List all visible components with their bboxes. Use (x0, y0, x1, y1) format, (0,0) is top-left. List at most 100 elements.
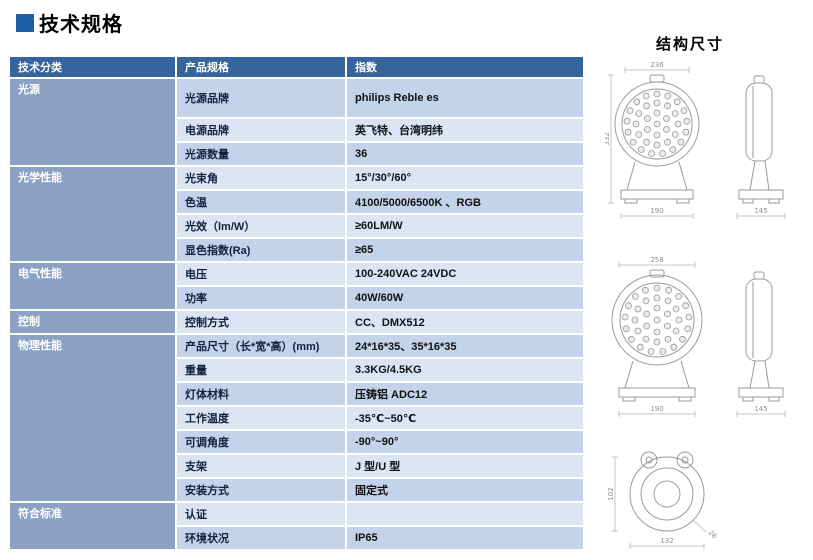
dimension-side2-base: 145 (736, 405, 786, 417)
dimension-side1-base: 145 (736, 207, 786, 219)
spec-name-cell: 支架 (175, 453, 347, 479)
spec-name-cell: 电源品牌 (175, 117, 347, 143)
structure-drawings: 236 332 190 145 (605, 61, 786, 549)
table-row: 光学性能 光束角 15°/30°/60° (8, 165, 585, 263)
table-row: 可调角度 -90°~90° (9, 429, 585, 455)
bottom-view-drawing (629, 451, 705, 532)
spec-value-cell: 英飞特、台湾明纬 (345, 117, 585, 143)
dimension-front1-height: 332 (605, 74, 614, 204)
spec-value-cell: 压铸铝 ADC12 (345, 381, 585, 407)
category-cell-optical: 光学性能 (8, 165, 177, 263)
spec-value-cell: 15°/30°/60° (345, 165, 585, 191)
table-row: 重量 3.3KG/4.5KG (9, 357, 585, 383)
table-header-row: 技术分类 产品规格 指数 (8, 55, 585, 79)
spec-name-cell: 可调角度 (175, 429, 347, 455)
spec-value-cell: 24*16*35、35*16*35 (345, 333, 585, 359)
svg-text:145: 145 (754, 207, 767, 215)
spec-name-cell: 光源品牌 (175, 77, 347, 119)
spec-value-cell (345, 501, 585, 527)
table-row: 控制 控制方式 CC、DMX512 (8, 309, 585, 335)
table-row: 环境状况 IP65 (9, 525, 585, 551)
table-row: 色温 4100/5000/6500K 、RGB (9, 189, 585, 215)
svg-text:236: 236 (650, 61, 664, 69)
spec-name-cell: 安装方式 (175, 477, 347, 503)
svg-text:102: 102 (607, 487, 615, 500)
table-row: 灯体材料 压铸铝 ADC12 (9, 381, 585, 407)
page-title-text: 技术规格 (39, 14, 123, 36)
dimension-front1-width: 236 (624, 61, 690, 73)
table-row: 符合标准 认证 (8, 501, 585, 551)
table-row: 光效（lm/W） ≥60LM/W (9, 213, 585, 239)
dimension-bottom-width: 132 (629, 537, 705, 549)
spec-name-cell: 电压 (175, 261, 347, 287)
category-cell-control: 控制 (8, 309, 177, 335)
table-row: 工作温度 -35℃~50℃ (9, 405, 585, 431)
spec-name-cell: 功率 (175, 285, 347, 311)
table-row: 光源数量 36 (9, 141, 585, 167)
spec-value-cell: J 型/U 型 (345, 453, 585, 479)
spec-value-cell: 36 (345, 141, 585, 167)
spec-value-cell: 3.3KG/4.5KG (345, 357, 585, 383)
category-cell-light-source: 光源 (8, 77, 177, 167)
front-view-drawing-1 (614, 74, 700, 204)
table-row: 电气性能 电压 100-240VAC 24VDC (8, 261, 585, 311)
front-view-drawing-2 (611, 269, 703, 402)
svg-text:258: 258 (650, 256, 663, 264)
header-index: 指数 (345, 55, 585, 79)
spec-value-cell: -90°~90° (345, 429, 585, 455)
category-cell-physical: 物理性能 (8, 333, 177, 503)
spec-value-cell: 100-240VAC 24VDC (345, 261, 585, 287)
spec-name-cell: 色温 (175, 189, 347, 215)
spec-name-cell: 工作温度 (175, 405, 347, 431)
page-title: 技术规格 (16, 8, 123, 37)
header-product-spec: 产品规格 (175, 55, 347, 79)
structure-dimensions-title: 结构尺寸 (656, 36, 725, 53)
side-view-drawing-1 (738, 75, 784, 204)
spec-name-cell: 重量 (175, 357, 347, 383)
svg-text:190: 190 (650, 405, 663, 413)
dimension-front1-base: 190 (620, 207, 694, 219)
spec-name-cell: 灯体材料 (175, 381, 347, 407)
side-view-drawing-2 (738, 271, 784, 402)
spec-name-cell: 认证 (175, 501, 347, 527)
svg-text:332: 332 (605, 132, 611, 145)
spec-name-cell: 光束角 (175, 165, 347, 191)
led-array-1 (623, 90, 691, 157)
title-bullet-square-icon (16, 13, 34, 32)
header-category: 技术分类 (8, 55, 177, 79)
spec-value-cell: 40W/60W (345, 285, 585, 311)
table-row: 支架 J 型/U 型 (9, 453, 585, 479)
spec-value-cell: 4100/5000/6500K 、RGB (345, 189, 585, 215)
spec-value-cell: ≥60LM/W (345, 213, 585, 239)
spec-value-cell: -35℃~50℃ (345, 405, 585, 431)
category-cell-standards: 符合标准 (8, 501, 177, 551)
spec-name-cell: 光效（lm/W） (175, 213, 347, 239)
spec-value-cell: ≥65 (345, 237, 585, 263)
dimension-bottom-hole: 26 (692, 519, 719, 541)
spec-name-cell: 显色指数(Ra) (175, 237, 347, 263)
svg-text:26: 26 (706, 529, 718, 541)
table-row: 物理性能 产品尺寸（长*宽*高）(mm) 24*16*35、35*16*35 (8, 333, 585, 503)
spec-table: 技术分类 产品规格 指数 光源 光源品牌 philips Reble es 电源… (8, 55, 585, 551)
spec-value-cell: philips Reble es (345, 77, 585, 119)
spec-value-cell: IP65 (345, 525, 585, 551)
table-row: 光源 光源品牌 philips Reble es (8, 77, 585, 167)
table-row: 电源品牌 英飞特、台湾明纬 (9, 117, 585, 143)
table-row: 显色指数(Ra) ≥65 (9, 237, 585, 263)
led-array-2 (621, 284, 693, 355)
svg-text:145: 145 (754, 405, 767, 413)
table-row: 安装方式 固定式 (9, 477, 585, 503)
svg-text:190: 190 (650, 207, 663, 215)
spec-name-cell: 产品尺寸（长*宽*高）(mm) (175, 333, 347, 359)
svg-text:132: 132 (660, 537, 673, 545)
dimension-front2-base: 190 (618, 405, 696, 417)
table-row: 功率 40W/60W (9, 285, 585, 311)
spec-name-cell: 光源数量 (175, 141, 347, 167)
dimension-front2-width: 258 (618, 256, 696, 268)
dimension-bottom-depth: 102 (607, 456, 618, 532)
spec-name-cell: 环境状况 (175, 525, 347, 551)
category-cell-electrical: 电气性能 (8, 261, 177, 311)
spec-value-cell: 固定式 (345, 477, 585, 503)
spec-value-cell: CC、DMX512 (345, 309, 585, 335)
spec-name-cell: 控制方式 (175, 309, 347, 335)
